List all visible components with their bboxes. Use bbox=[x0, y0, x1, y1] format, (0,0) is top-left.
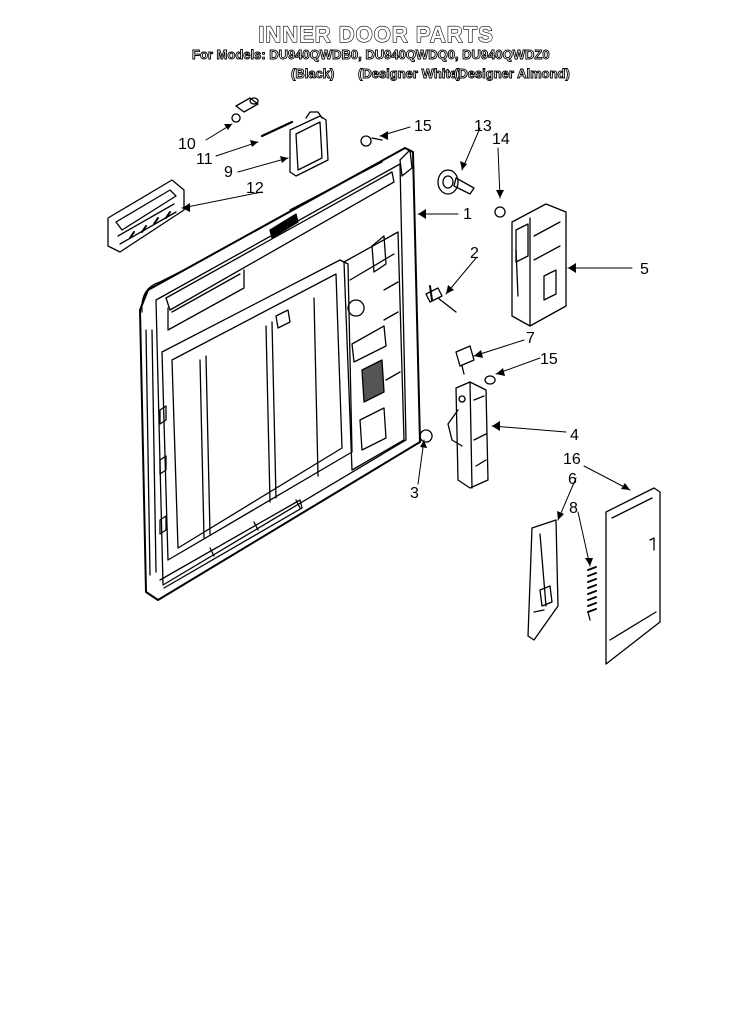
callout-15-lower: 15 bbox=[540, 351, 558, 368]
callout-2: 2 bbox=[470, 245, 479, 262]
callout-7: 7 bbox=[526, 330, 535, 347]
callout-8: 8 bbox=[569, 500, 578, 517]
callout-6: 6 bbox=[568, 471, 577, 488]
side-cover-panel bbox=[605, 487, 661, 665]
variant-white: (Designer White) bbox=[358, 66, 462, 82]
callout-5: 5 bbox=[640, 261, 649, 278]
models-line: For Models: DU940QWDB0, DU940QWDQ0, DU94… bbox=[192, 47, 550, 63]
callout-labels: 1 2 3 4 5 6 7 8 9 10 11 12 13 14 15 15 1… bbox=[178, 118, 649, 517]
callout-14: 14 bbox=[492, 131, 510, 148]
knob-assembly bbox=[437, 169, 506, 218]
vent-grille bbox=[107, 179, 185, 253]
callout-12: 12 bbox=[246, 180, 264, 197]
page-title: INNER DOOR PARTS bbox=[258, 21, 494, 47]
nut bbox=[419, 429, 433, 443]
inner-door-panel bbox=[139, 147, 421, 601]
pin-and-rod bbox=[231, 97, 294, 138]
variant-almond: (Designer Almond) bbox=[454, 66, 571, 82]
screw-top bbox=[360, 135, 383, 147]
callout-16: 16 bbox=[563, 451, 581, 468]
variant-black: (Black) bbox=[291, 66, 335, 82]
dispenser-cover bbox=[289, 111, 329, 177]
spring bbox=[587, 566, 597, 621]
callout-11: 11 bbox=[196, 151, 213, 168]
dispenser-module bbox=[511, 203, 567, 327]
latch-bracket bbox=[447, 381, 489, 489]
callout-13: 13 bbox=[474, 118, 492, 135]
callout-4: 4 bbox=[570, 427, 579, 444]
callout-9: 9 bbox=[224, 164, 233, 181]
slide-latch bbox=[527, 519, 559, 641]
arrowheads bbox=[182, 124, 630, 566]
clip-and-screw bbox=[455, 345, 496, 385]
leader-lines bbox=[181, 123, 633, 567]
callout-3: 3 bbox=[410, 485, 419, 502]
callout-15-top: 15 bbox=[414, 118, 432, 135]
callout-10: 10 bbox=[178, 136, 196, 153]
callout-1: 1 bbox=[463, 206, 472, 223]
latch-pin bbox=[425, 285, 457, 313]
